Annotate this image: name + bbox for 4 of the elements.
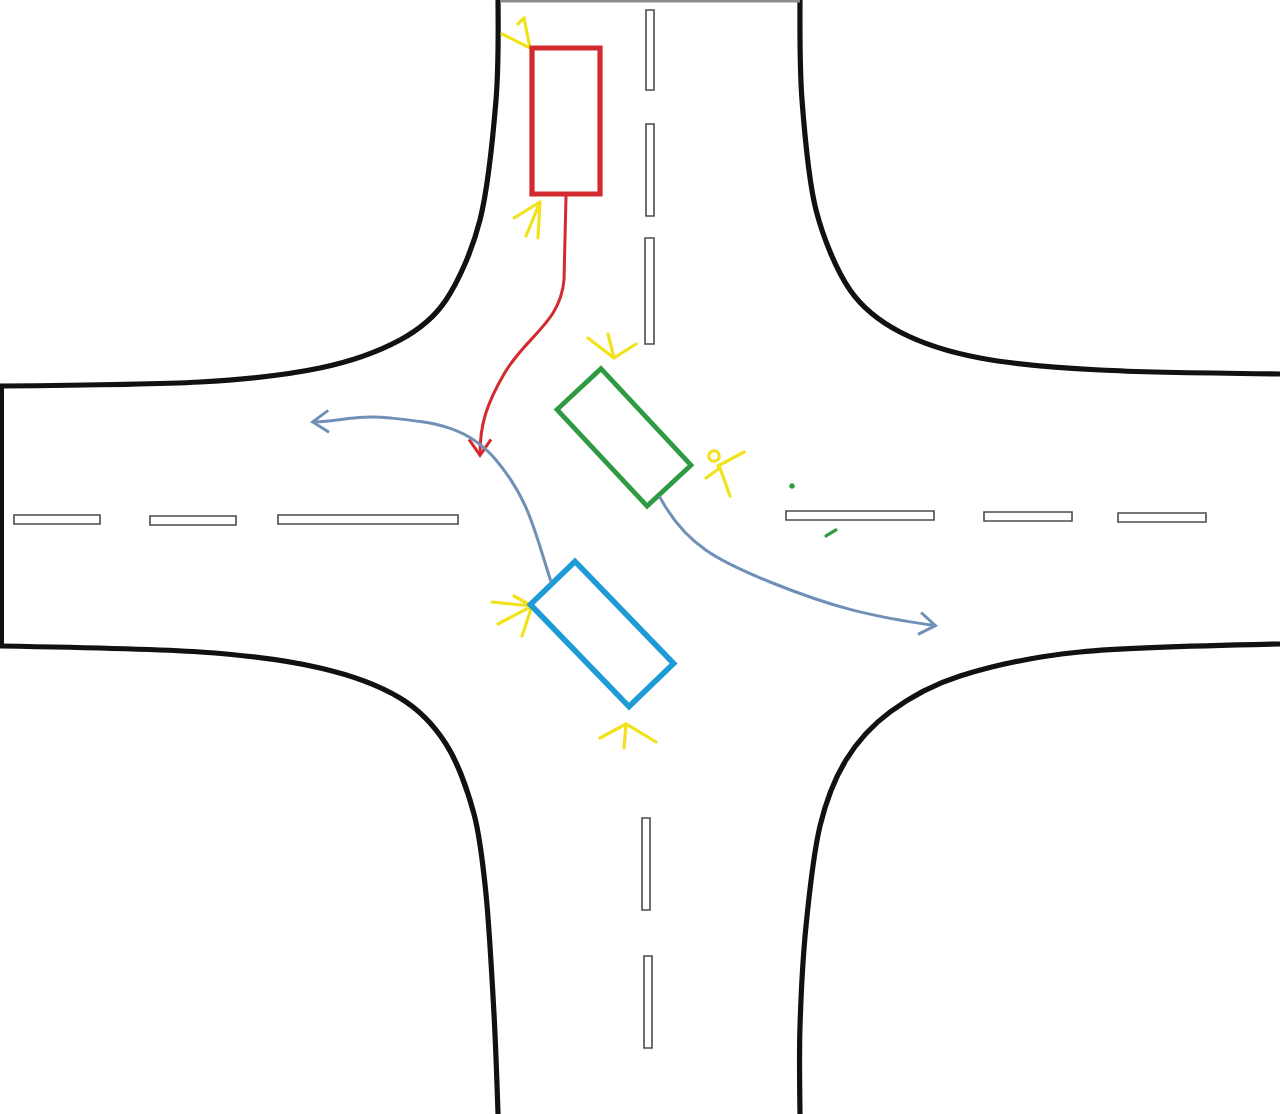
arrow	[310, 409, 553, 583]
arrow	[467, 195, 568, 458]
car-box	[529, 45, 603, 197]
arrow	[658, 495, 938, 636]
